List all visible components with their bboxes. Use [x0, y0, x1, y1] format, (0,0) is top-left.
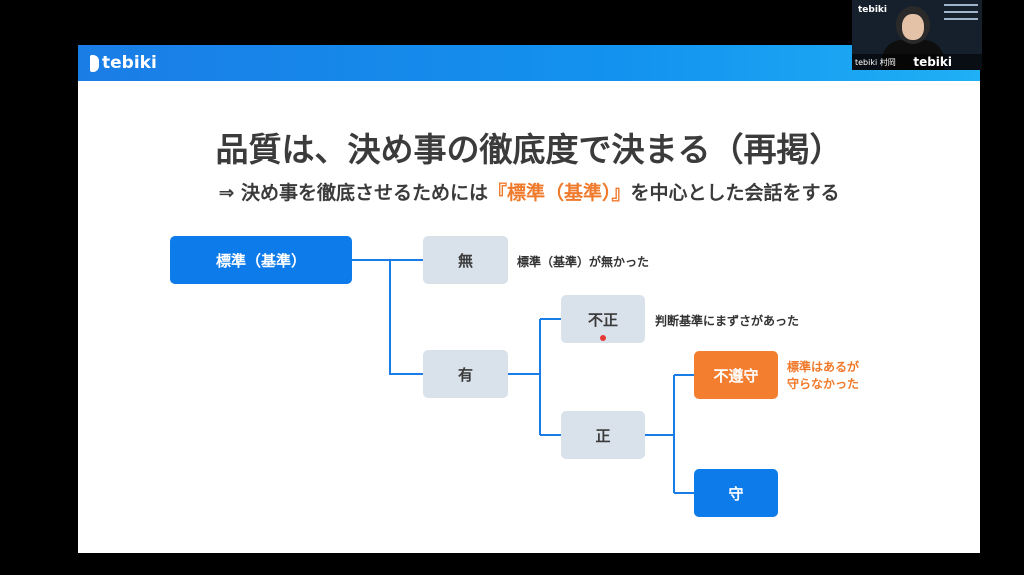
node-followed: 守 [694, 469, 778, 517]
note-not-followed: 標準はあるが 守らなかった [787, 359, 859, 393]
node-not-followed: 不遵守 [694, 351, 778, 399]
brand-logo: tebiki [90, 53, 157, 73]
slide-header-bar: tebiki [78, 45, 980, 81]
subtitle-suffix: を中心とした会話をする [630, 182, 840, 204]
note-not-followed-line1: 標準はあるが [787, 360, 860, 374]
webcam-name-tag [852, 54, 982, 70]
subtitle-prefix: ⇒ 決め事を徹底させるためには [218, 182, 488, 204]
note-none: 標準（基準）が無かった [517, 255, 650, 269]
connector-root-to-exists [389, 260, 423, 375]
slide-subtitle: ⇒ 決め事を徹底させるためには『標準（基準）』を中心とした会話をする [78, 178, 980, 205]
note-not-followed-line2: 守らなかった [787, 377, 860, 391]
tebiki-logo-icon [90, 54, 99, 72]
diagram-connectors [352, 259, 694, 494]
webcam-overlay: tebiki tebiki 村岡 tebiki [852, 0, 982, 70]
slide-title: 品質は、決め事の徹底度で決まる（再掲） [215, 130, 843, 169]
webcam-overlay-logo: tebiki [913, 55, 952, 69]
webcam-logo: tebiki [858, 5, 888, 15]
brand-name: tebiki [102, 53, 157, 73]
webcam-banner-text [944, 4, 978, 32]
node-none: 無 [423, 236, 508, 284]
node-correct: 正 [561, 411, 645, 459]
pointer-dot [600, 335, 606, 341]
subtitle-accent: 『標準（基準）』 [488, 182, 631, 204]
presenter-name: tebiki 村岡 [855, 58, 896, 67]
presenter-face [902, 14, 924, 40]
slide: tebiki 品質は、決め事の徹底度で決まる（再掲） ⇒ 決め事を徹底させるため… [78, 45, 980, 553]
node-exists: 有 [423, 350, 508, 398]
node-standard: 標準（基準） [170, 236, 352, 284]
note-incorrect: 判断基準にまずさがあった [655, 314, 800, 328]
